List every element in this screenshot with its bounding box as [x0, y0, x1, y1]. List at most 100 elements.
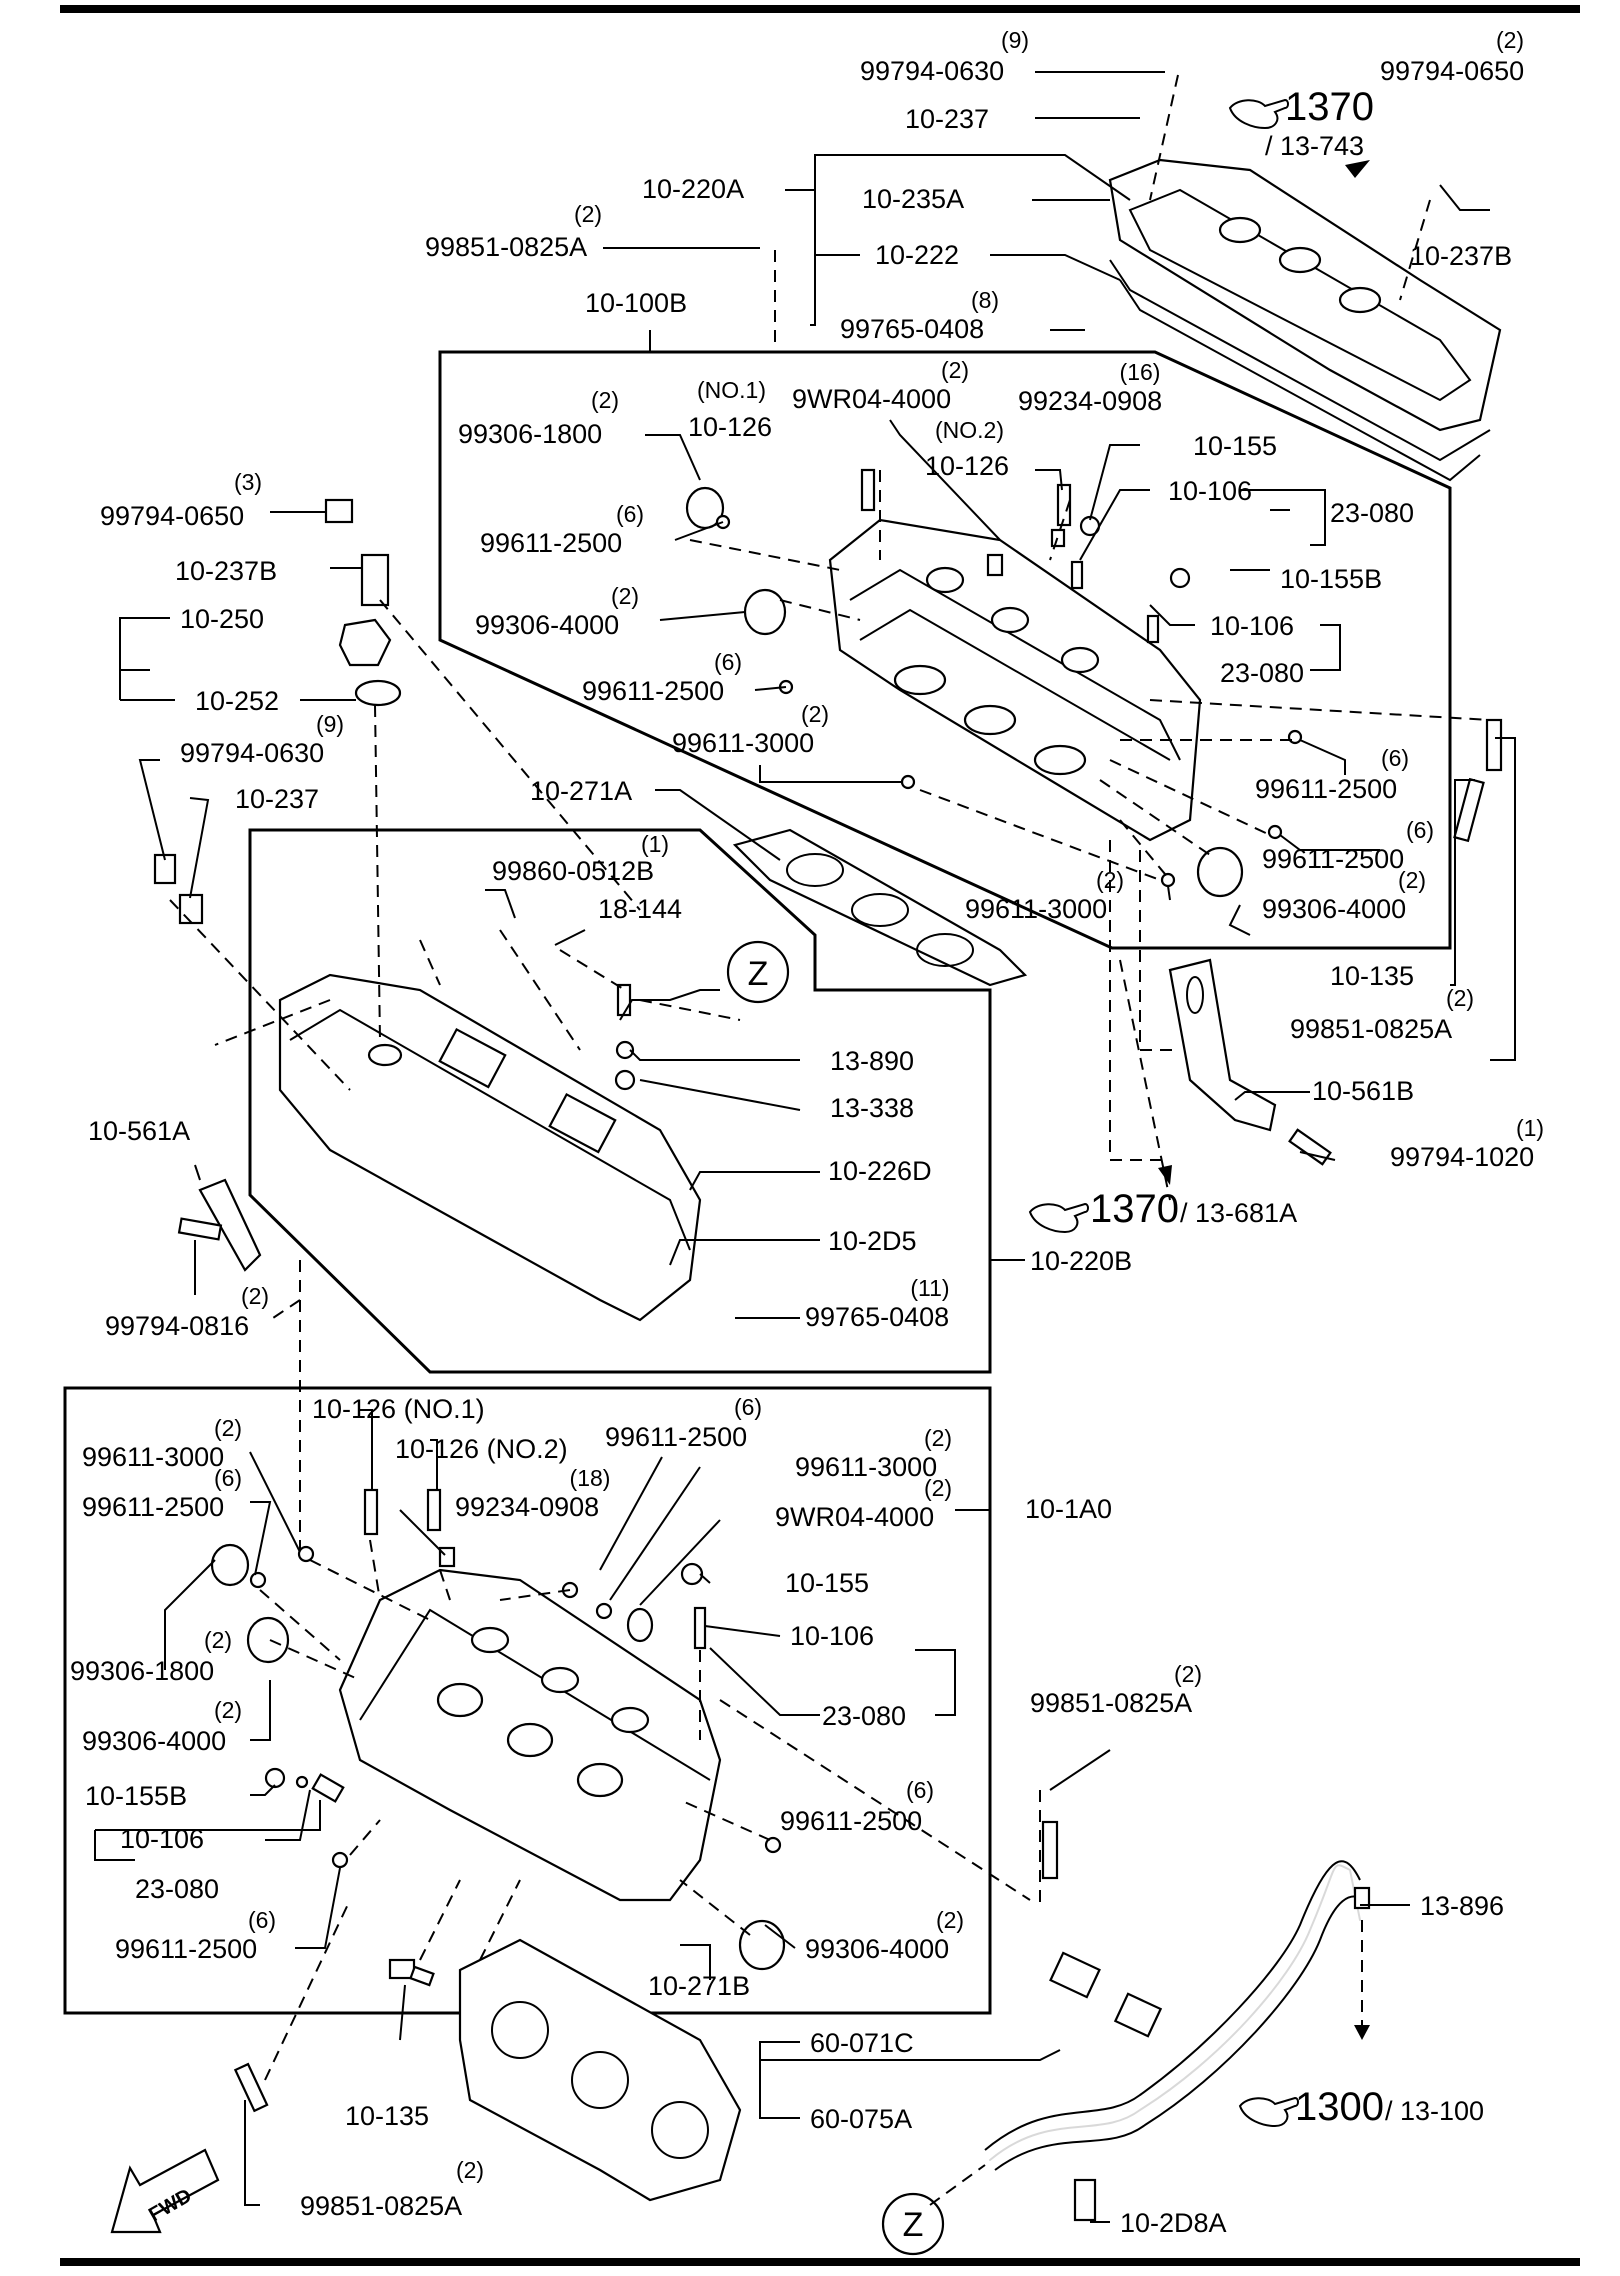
qty-99851-0825A-right: (2)	[1446, 985, 1474, 1011]
label-10-252: 10-252	[195, 686, 279, 716]
label-99611-2500-h: 99611-2500	[115, 1934, 257, 1964]
qty-99306-1800-bot: (2)	[204, 1627, 232, 1653]
qty-99306-4000-a: (2)	[611, 583, 639, 609]
qty-99611-2500-b: (6)	[714, 649, 742, 675]
leader-lines	[94, 71, 1516, 2223]
label-99306-4000-b: 99306-4000	[1262, 894, 1406, 924]
qty-99306-4000-b: (2)	[1398, 867, 1426, 893]
qty-99611-2500-d: (6)	[1406, 817, 1434, 843]
label-99851-0825A-mid: 99851-0825A	[1030, 1688, 1192, 1718]
label-99794-0650-top: 99794-0650	[1380, 56, 1524, 86]
hose-13-896-illustration	[984, 1860, 1371, 2222]
left-fasteners	[153, 498, 402, 925]
label-99765-0408-top: 99765-0408	[840, 314, 984, 344]
bracket-10-561B-illustration	[1168, 958, 1332, 1166]
label-10-220A: 10-220A	[642, 174, 744, 204]
label-99794-0816: 99794-0816	[105, 1311, 249, 1341]
bottom-fasteners	[233, 1958, 435, 2113]
label-10-100B: 10-100B	[585, 288, 687, 318]
bottom-border	[60, 2258, 1580, 2266]
cylinder-head-bottom-illustration	[338, 1568, 722, 1902]
label-99611-2500-g: 99611-2500	[780, 1806, 922, 1836]
qty-99794-0630-left: (9)	[316, 711, 344, 737]
label-99851-0825A-top: 99851-0825A	[425, 232, 587, 262]
ref-13-681A: / 13-681A	[1180, 1198, 1297, 1228]
label-99794-0650-left: 99794-0650	[100, 501, 244, 531]
qty-99611-3000-d: (2)	[924, 1425, 952, 1451]
box-10-220B	[248, 828, 992, 1374]
qty-99611-3000-c: (2)	[214, 1415, 242, 1441]
label-10-155B-top: 10-155B	[1280, 564, 1382, 594]
label-23-080-a: 23-080	[1330, 498, 1414, 528]
label-99234-bot: 99234-0908	[455, 1492, 599, 1522]
gasket-10-271B-illustration	[458, 1938, 742, 2202]
qty-99765-0408-top: (8)	[971, 287, 999, 313]
qty-99306-1800-top: (2)	[591, 387, 619, 413]
qty-99794-0650-left: (3)	[234, 469, 262, 495]
label-60-075A: 60-075A	[810, 2104, 912, 2134]
label-99306-4000-c: 99306-4000	[82, 1726, 226, 1756]
label-13-338: 13-338	[830, 1093, 914, 1123]
dashed-lines	[169, 74, 1491, 2206]
fwd-arrow-icon	[110, 2148, 220, 2234]
top-box-small-parts	[685, 468, 1303, 898]
qty-99611-2500-h: (6)	[248, 1907, 276, 1933]
label-99611-2500-a: 99611-2500	[480, 528, 622, 558]
qty-99851-0825A-top: (2)	[574, 201, 602, 227]
label-99611-2500-b: 99611-2500	[582, 676, 724, 706]
label-23-080-c: 23-080	[822, 1701, 906, 1731]
label-10-235A: 10-235A	[862, 184, 964, 214]
label-99794-1020: 99794-1020	[1390, 1142, 1534, 1172]
qty-99611-3000-b: (2)	[1096, 867, 1124, 893]
qty-99611-2500-g: (6)	[906, 1777, 934, 1803]
label-99306-4000-d: 99306-4000	[805, 1934, 949, 1964]
label-10-126-no1-top: 10-126	[688, 412, 772, 442]
arrowheads	[1158, 160, 1370, 2040]
stud-right-illustration	[1485, 718, 1503, 772]
qty-99794-1020: (1)	[1516, 1115, 1544, 1141]
qty-99860-0512B: (1)	[641, 831, 669, 857]
z-bottom-letter: Z	[903, 2206, 924, 2244]
label-10-126-no2-bot: 10-126 (NO.2)	[395, 1434, 568, 1464]
label-10-2D8A: 10-2D8A	[1120, 2208, 1227, 2238]
label-99611-2500-d: 99611-2500	[1262, 844, 1404, 874]
label-99851-0825A-right: 99851-0825A	[1290, 1014, 1452, 1044]
label-10-135-bot: 10-135	[345, 2101, 429, 2131]
reference-hand-icon-bottom	[1238, 2096, 1299, 2128]
label-10-106-b: 10-106	[1210, 611, 1294, 641]
label-10-106-d: 10-106	[120, 1824, 204, 1854]
label-99851-0825A-bot: 99851-0825A	[300, 2191, 462, 2221]
z-top-letter: Z	[748, 955, 769, 993]
valve-cover-10-226D-illustration	[278, 973, 702, 1322]
qty-99611-3000-a: (2)	[801, 701, 829, 727]
reference-hand-icon-mid	[1028, 1202, 1089, 1234]
qty-99851-0825A-mid: (2)	[1174, 1661, 1202, 1687]
valve-cover-top-illustration	[1108, 158, 1502, 482]
ref-1370-top: 1370	[1285, 85, 1374, 129]
qty-99234-bot: (18)	[570, 1465, 611, 1491]
label-10-237-left: 10-237	[235, 784, 319, 814]
bracket-10-561A-illustration	[177, 1178, 262, 1272]
label-10-226D: 10-226D	[828, 1156, 932, 1186]
label-10-561B: 10-561B	[1312, 1076, 1414, 1106]
label-10-250: 10-250	[180, 604, 264, 634]
label-23-080-d: 23-080	[135, 1874, 219, 1904]
qty-99306-4000-d: (2)	[936, 1907, 964, 1933]
label-99765-0408-mid: 99765-0408	[805, 1302, 949, 1332]
label-18-144: 18-144	[598, 894, 682, 924]
label-99306-1800-top: 99306-1800	[458, 419, 602, 449]
qty-99306-4000-c: (2)	[214, 1697, 242, 1723]
label-99611-2500-f: 99611-2500	[82, 1492, 224, 1522]
label-no2-top: (NO.2)	[935, 417, 1004, 443]
label-99611-3000-a: 99611-3000	[672, 728, 814, 758]
label-10-220B: 10-220B	[1030, 1246, 1132, 1276]
label-9WR04-bot: 9WR04-4000	[775, 1502, 934, 1532]
label-60-071C: 60-071C	[810, 2028, 914, 2058]
ref-1370-mid: 1370	[1090, 1187, 1179, 1231]
gasket-10-271A-illustration	[732, 828, 1028, 987]
label-10-106-a: 10-106	[1168, 476, 1252, 506]
label-10-237B-left: 10-237B	[175, 556, 277, 586]
bottom-box-small-parts	[210, 1488, 1059, 1971]
qty-99611-2500-a: (6)	[616, 501, 644, 527]
